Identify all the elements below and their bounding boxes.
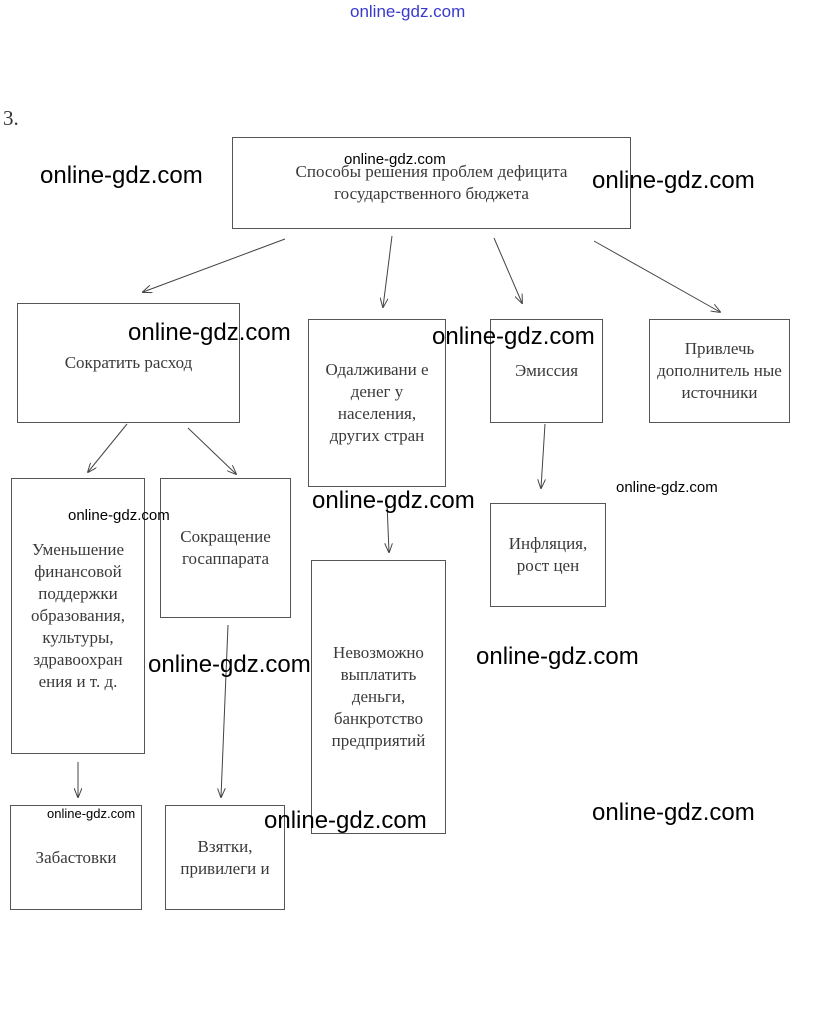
node-emission: Эмиссия — [490, 319, 603, 423]
node-reduce-apparatus: Сокращение госаппарата — [160, 478, 291, 618]
arrow-borrow-cannotpay — [387, 502, 389, 552]
watermark: online-gdz.com — [476, 643, 639, 670]
watermark: online-gdz.com — [264, 807, 427, 834]
node-strikes: Забастовки — [10, 805, 142, 910]
watermark: online-gdz.com — [344, 151, 446, 168]
watermark: online-gdz.com — [47, 806, 136, 821]
node-bribes: Взятки, привилеги и — [165, 805, 285, 910]
node-inflation: Инфляция, рост цен — [490, 503, 606, 607]
arrow-apparatus-bribes — [221, 624, 229, 797]
node-cannot-pay: Невозможно выплатить деньги, банкротство… — [311, 560, 446, 834]
node-root: Способы решения проблем дефицита государ… — [232, 137, 631, 229]
header-watermark: online-gdz.com — [350, 2, 466, 21]
watermark: online-gdz.com — [616, 479, 718, 496]
watermark: online-gdz.com — [592, 799, 755, 826]
arrow-root-extra — [593, 240, 720, 312]
watermark: online-gdz.com — [40, 162, 203, 189]
task-number: 3. — [3, 106, 19, 130]
arrow-reduce-support — [88, 423, 128, 472]
node-extra-sources: Привлечь дополнитель ные источники — [649, 319, 790, 423]
watermark: online-gdz.com — [312, 487, 475, 514]
arrow-root-emission — [493, 237, 522, 303]
node-reduce-support: Уменьшение финансовой поддержки образова… — [11, 478, 145, 754]
arrow-root-borrow — [383, 235, 393, 307]
node-reduce-spending: Сократить расход — [17, 303, 240, 423]
arrow-emission-inflation — [541, 423, 545, 488]
arrow-reduce-apparatus — [187, 427, 236, 474]
watermark: online-gdz.com — [68, 507, 170, 524]
arrow-root-reduce — [143, 238, 286, 292]
watermark: online-gdz.com — [148, 651, 311, 678]
watermark: online-gdz.com — [432, 323, 595, 350]
watermark: online-gdz.com — [592, 167, 755, 194]
watermark: online-gdz.com — [128, 319, 291, 346]
node-borrowing: Одалживани е денег у населения, других с… — [308, 319, 446, 487]
